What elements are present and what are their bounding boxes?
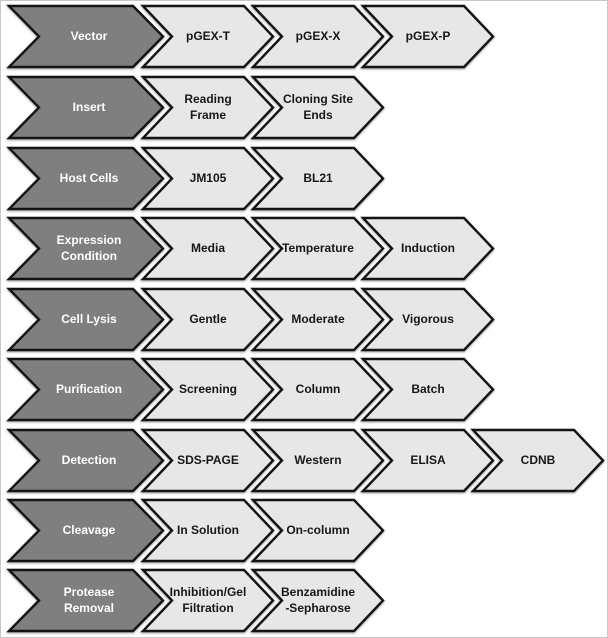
option-cloning-site-ends-arrow: Cloning Site Ends (250, 75, 385, 140)
chevron-shape (250, 287, 385, 352)
chevron-shape (6, 498, 165, 563)
chevron-shape (6, 146, 165, 211)
chevron-shape (140, 357, 275, 422)
stage-expression-condition-arrow: Expression Condition (6, 216, 165, 281)
chevron-shape (6, 357, 165, 422)
chevron-shape (250, 428, 385, 493)
option-vigorous-arrow: Vigorous (360, 287, 495, 352)
chevron-shape (6, 568, 165, 633)
chevron-shape (140, 498, 275, 563)
chevron-shape (250, 146, 385, 211)
stage-purification-arrow: Purification (6, 357, 165, 422)
chevron-shape (140, 146, 275, 211)
chevron-shape (140, 4, 275, 69)
option-batch-arrow: Batch (360, 357, 495, 422)
chevron-shape (250, 216, 385, 281)
stage-host-cells-arrow: Host Cells (6, 146, 165, 211)
chevron-shape (6, 287, 165, 352)
chevron-shape (360, 357, 495, 422)
option-on-column-arrow: On-column (250, 498, 385, 563)
chevron-shape (470, 428, 605, 493)
chevron-shape (6, 75, 165, 140)
chevron-shape (6, 428, 165, 493)
option-induction-arrow: Induction (360, 216, 495, 281)
chevron-shape (140, 216, 275, 281)
stage-insert-arrow: Insert (6, 75, 165, 140)
chevron-shape (360, 4, 495, 69)
chevron-shape (140, 287, 275, 352)
chevron-shape (6, 4, 165, 69)
chevron-shape (140, 568, 275, 633)
chevron-shape (360, 287, 495, 352)
chevron-shape (360, 216, 495, 281)
chevron-shape (140, 428, 275, 493)
stage-vector-arrow: Vector (6, 4, 165, 69)
option-bl21-arrow: BL21 (250, 146, 385, 211)
chevron-shape (250, 4, 385, 69)
chevron-shape (250, 75, 385, 140)
chevron-shape (250, 498, 385, 563)
option-cdnb-arrow: CDNB (470, 428, 605, 493)
chevron-shape (360, 428, 495, 493)
chevron-shape (6, 216, 165, 281)
stage-cleavage-arrow: Cleavage (6, 498, 165, 563)
stage-protease-removal-arrow: Protease Removal (6, 568, 165, 633)
chevron-shape (140, 75, 275, 140)
option-pgex-p-arrow: pGEX-P (360, 4, 495, 69)
option-benzamidine-sepharose-arrow: Benzamidine -Sepharose (250, 568, 385, 633)
stage-cell-lysis-arrow: Cell Lysis (6, 287, 165, 352)
chevron-shape (250, 568, 385, 633)
chevron-shape (250, 357, 385, 422)
stage-detection-arrow: Detection (6, 428, 165, 493)
